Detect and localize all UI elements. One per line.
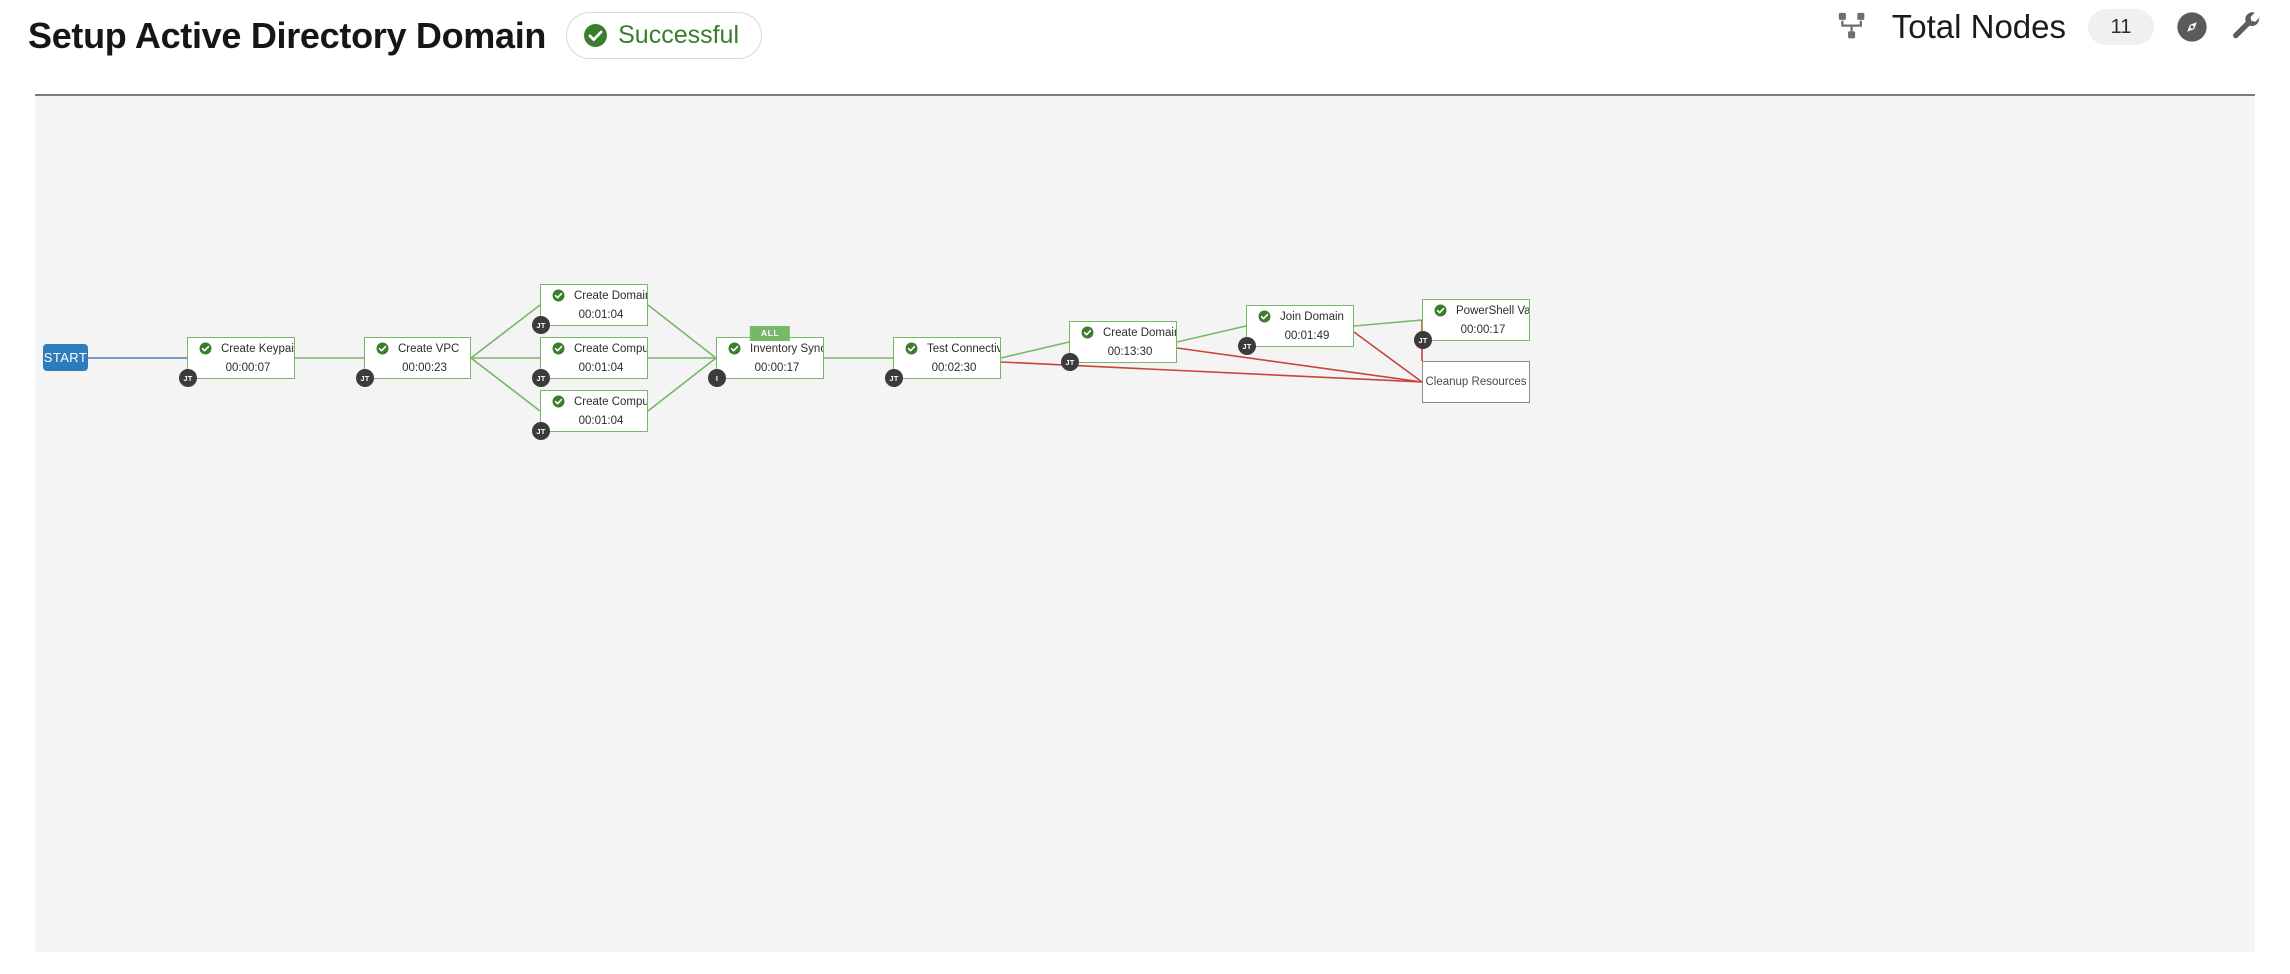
workflow-edges	[88, 304, 1423, 412]
start-node[interactable]: START	[43, 344, 88, 371]
node-title-row: Create Domain	[1070, 326, 1176, 339]
node-owner-avatar[interactable]: JT	[1238, 337, 1256, 355]
node-elapsed-time: 00:00:17	[754, 362, 800, 374]
compass-icon[interactable]	[2176, 11, 2208, 43]
edge-vpc-to-computer2	[470, 357, 541, 412]
node-elapsed-time: 00:00:23	[402, 362, 447, 374]
header-right-group: Total Nodes 11	[1836, 8, 2264, 46]
node-check-icon	[905, 342, 918, 355]
node-title: Create Keypair	[221, 342, 294, 355]
node-title-row: Create Domain Contr...	[541, 289, 647, 302]
workflow-node-cleanup-resources[interactable]: Cleanup Resources	[1422, 361, 1530, 403]
node-check-icon	[552, 289, 565, 302]
status-badge-label: Successful	[618, 21, 739, 49]
node-owner-avatar[interactable]: JT	[1061, 353, 1079, 371]
start-node-label: START	[43, 350, 88, 365]
node-check-icon	[199, 342, 212, 355]
edge-computer2-to-inventory	[647, 357, 717, 412]
header-left-group: Setup Active Directory Domain Successful	[28, 12, 762, 59]
node-check-icon	[728, 342, 741, 355]
edge-vpc-to-dc	[470, 304, 541, 359]
node-title-row: Cleanup Resources	[1423, 376, 1529, 388]
node-title: Create Domain	[1103, 326, 1176, 339]
node-title: Cleanup Resources	[1425, 376, 1527, 388]
node-title: PowerShell Validation	[1456, 304, 1529, 317]
node-owner-avatar[interactable]: JT	[179, 369, 197, 387]
node-check-icon	[552, 395, 565, 408]
node-title-row: Create Computer (2)	[541, 395, 647, 408]
total-nodes-count: 11	[2088, 9, 2154, 45]
node-title-row: Create VPC	[365, 342, 470, 355]
node-title: Inventory Sync	[750, 342, 823, 355]
node-elapsed-time: 00:02:30	[931, 362, 977, 374]
edge-joindomain-to-cleanup	[1353, 331, 1423, 383]
wrench-icon[interactable]	[2230, 10, 2264, 44]
node-elapsed-time: 00:00:07	[225, 362, 271, 374]
node-check-icon	[1434, 304, 1447, 317]
edge-createdomain-to-joindomain	[1176, 325, 1247, 343]
edge-test-to-createdomain	[1000, 341, 1070, 359]
check-circle-icon	[584, 24, 608, 47]
node-elapsed-time: 00:01:04	[578, 309, 624, 321]
edge-joindomain-to-powershell	[1353, 319, 1423, 327]
node-title-row: Inventory Sync	[717, 342, 823, 355]
app-header: Setup Active Directory Domain Successful…	[0, 0, 2290, 94]
node-title: Create Computer (2)	[574, 395, 647, 408]
node-check-icon	[552, 342, 565, 355]
node-elapsed-time: 00:00:17	[1460, 324, 1506, 336]
node-title: Test Connectivity	[927, 342, 1000, 355]
node-owner-avatar[interactable]: JT	[885, 369, 903, 387]
edge-dc-to-inventory	[647, 304, 717, 359]
node-title: Join Domain	[1280, 310, 1344, 323]
node-title: Create VPC	[398, 342, 460, 355]
node-owner-avatar[interactable]: JT	[1414, 331, 1432, 349]
node-owner-avatar[interactable]: JT	[532, 422, 550, 440]
node-elapsed-time: 00:01:04	[578, 415, 624, 427]
node-title-row: PowerShell Validation	[1423, 304, 1529, 317]
node-owner-avatar[interactable]: JT	[356, 369, 374, 387]
node-owner-avatar[interactable]: JT	[532, 316, 550, 334]
node-elapsed-time: 00:01:04	[578, 362, 624, 374]
node-title-row: Join Domain	[1247, 310, 1353, 323]
node-title-row: Create Computer (1)	[541, 342, 647, 355]
node-elapsed-time: 00:13:30	[1107, 346, 1153, 358]
node-title-row: Test Connectivity	[894, 342, 1000, 355]
node-check-icon	[1081, 326, 1094, 339]
topology-icon	[1838, 12, 1865, 39]
total-nodes-label: Total Nodes	[1891, 8, 2066, 45]
page-title: Setup Active Directory Domain	[28, 14, 547, 56]
node-title-row: Create Keypair	[188, 342, 294, 355]
edge-createdomain-to-cleanup	[1176, 347, 1423, 383]
node-title: Create Computer (1)	[574, 342, 647, 355]
node-owner-avatar[interactable]: JT	[532, 369, 550, 387]
node-check-icon	[376, 342, 389, 355]
node-check-icon	[1258, 310, 1271, 323]
node-title: Create Domain Contr...	[574, 289, 647, 302]
node-scope-badge: ALL	[749, 326, 791, 341]
node-elapsed-time: 00:01:49	[1284, 330, 1330, 342]
status-badge: Successful	[566, 12, 762, 59]
node-owner-avatar[interactable]: I	[708, 369, 726, 387]
